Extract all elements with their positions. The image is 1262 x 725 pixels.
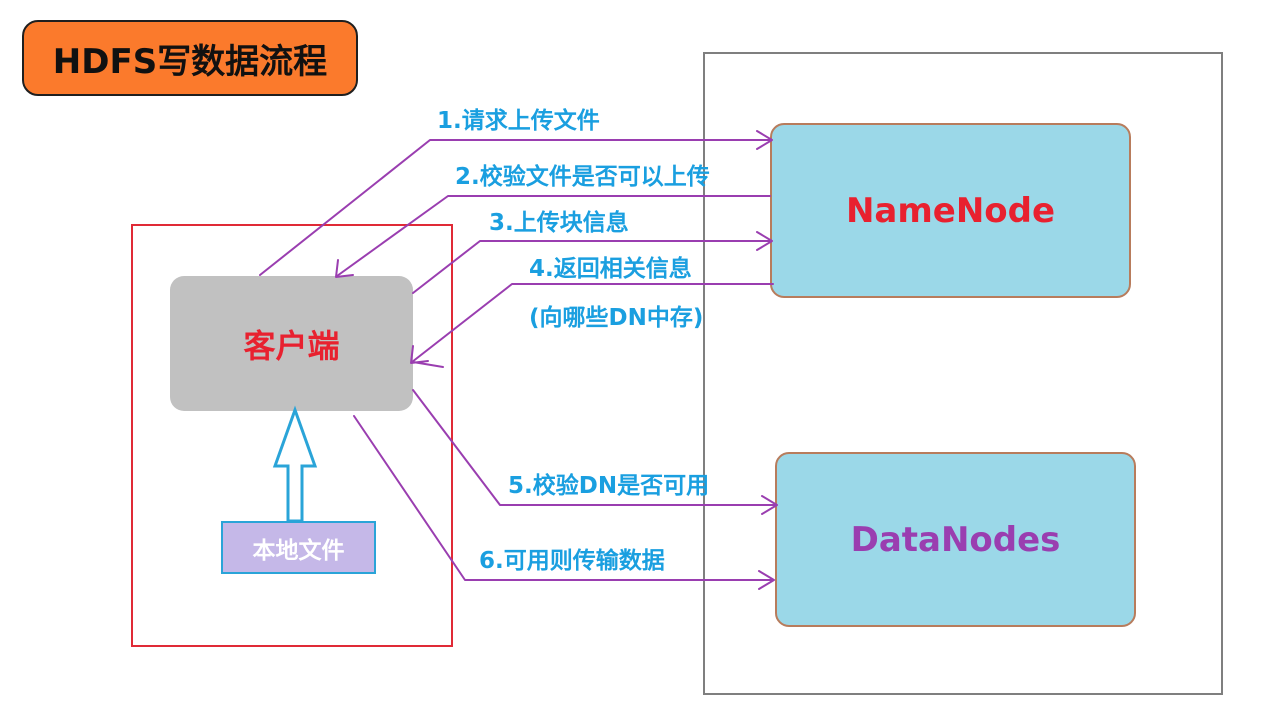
step-4-sublabel: (向哪些DN中存) [529,305,704,331]
arrow-step-5 [412,389,776,506]
arrowhead-step-3 [756,231,773,251]
namenode-node-label: NameNode [845,190,1056,231]
local-file-label: 本地文件 [252,537,345,564]
step-1-label: 1.请求上传文件 [437,108,600,134]
arrowhead-step-4 [410,345,429,364]
datanodes-node-label: DataNodes [850,519,1061,560]
upload-arrow [272,405,318,523]
arrow-step-2 [336,195,771,277]
arrowhead-step-5 [761,495,778,515]
step-5-label: 5.校验DN是否可用 [508,473,710,499]
arrow-step-4 [411,283,774,363]
namenode-node: NameNode [770,123,1131,298]
client-machine-frame [131,224,453,647]
arrowhead-step-6 [758,570,775,590]
step-6-label: 6.可用则传输数据 [479,548,665,574]
arrow-step-1 [259,139,771,276]
local-file-node: 本地文件 [221,521,376,574]
diagram-title: HDFS写数据流程 [22,20,358,96]
frame-connector [412,361,444,368]
step-2-label: 2.校验文件是否可以上传 [455,164,710,190]
arrow-step-6 [353,415,773,581]
server-cluster-frame [703,52,1223,695]
diagram-title-text: HDFS写数据流程 [52,41,328,82]
arrowhead-step-2 [335,259,354,278]
datanodes-node: DataNodes [775,452,1136,627]
client-node-label: 客户端 [243,326,340,365]
arrow-step-3 [412,240,771,294]
client-node: 客户端 [170,276,413,411]
arrowhead-step-1 [756,130,773,150]
step-3-label: 3.上传块信息 [489,210,629,236]
step-4-label: 4.返回相关信息 [529,256,692,282]
